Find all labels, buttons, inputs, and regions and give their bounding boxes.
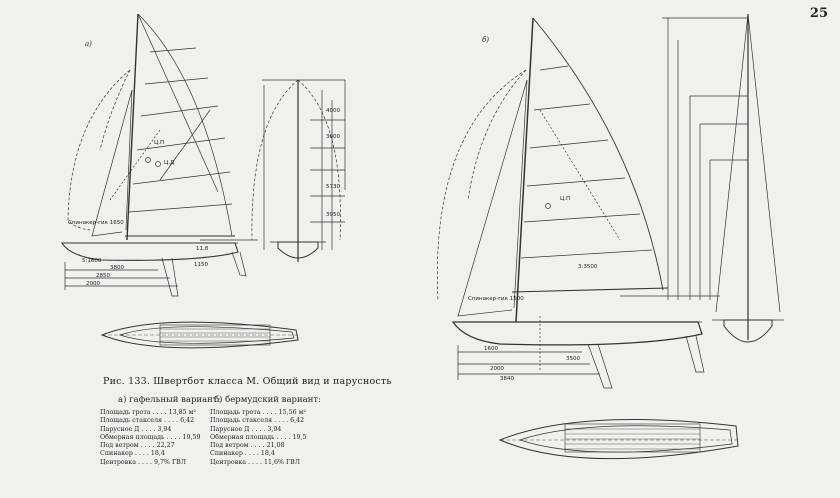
variant-a-sail-plan — [61, 13, 258, 297]
leader-dots: . . . . — [260, 409, 279, 416]
leader-dots: . . . . — [274, 433, 293, 441]
leader-dots: . . . . — [150, 409, 169, 416]
spec-name: Под ветром — [100, 442, 139, 450]
spec-row: Площадь стакселя . . . . 6,42 — [100, 417, 200, 425]
spec-name: Парусное Д — [210, 425, 250, 433]
dim-label: Спинакер-гик 1500 — [468, 296, 524, 302]
leader-dots: . . . . — [135, 458, 154, 466]
dim-label: Ц.Д — [164, 160, 175, 166]
dim-label: 2850 — [96, 273, 110, 279]
variant-b-section — [662, 13, 784, 343]
page-number: 25 — [809, 6, 828, 21]
spec-value: 11,6% ГВЛ — [263, 458, 301, 466]
spec-row: Площадь грота . . . . 15,56 м² — [210, 409, 310, 417]
spec-value: 6,42 — [180, 417, 195, 425]
spec-value: 22,27 — [156, 442, 175, 450]
dim-label: 3500 — [566, 356, 580, 362]
spec-row: Площадь грота . . . . 13,85 м² — [100, 409, 200, 417]
dim-label: 3840 — [500, 376, 514, 382]
spec-name: Площадь грота — [100, 409, 151, 416]
figure-caption: Рис. 133. Швертбот класса М. Общий вид и… — [103, 376, 392, 387]
variant-b-sail-plan — [437, 17, 720, 389]
spec-name: Центровка — [100, 458, 136, 466]
spec-name: Спинакер — [100, 450, 133, 458]
spec-name: Парусное Д — [100, 425, 140, 433]
dim-label: Ц.П — [560, 196, 571, 202]
leader-dots: . . . . — [245, 458, 264, 466]
dim-label: 5730 — [326, 184, 340, 190]
leader-dots: . . . . — [132, 450, 151, 458]
spec-row: Парусное Д . . . . 3,94 — [210, 426, 310, 434]
leader-dots: . . . . — [249, 425, 268, 433]
spec-name: Под ветром — [210, 442, 249, 450]
variant-a-title: а) гафельный вариант: — [118, 395, 221, 405]
dim-label: 11,8 — [196, 246, 209, 252]
leader-dots: . . . . — [272, 417, 291, 425]
spec-name: Площадь стакселя — [100, 417, 163, 425]
spec-name: Обмерная площадь — [210, 433, 275, 441]
variant-a-label: а) — [85, 40, 92, 48]
dim-label: 3950 — [326, 212, 340, 218]
dim-label: 2000 — [490, 366, 504, 372]
dim-label: 4000 — [326, 108, 340, 114]
variant-a-section — [251, 79, 346, 262]
spec-value: 3,94 — [267, 425, 282, 433]
dim-label: Спинакер-гик 1650 — [68, 220, 124, 226]
spec-row: Под ветром . . . . 21,08 — [210, 442, 310, 450]
dim-label: 3800 — [110, 265, 124, 271]
spec-row: Центровка . . . . 9,7% ГВЛ — [100, 459, 200, 467]
spec-value: 3,94 — [157, 425, 172, 433]
leader-dots: . . . . — [162, 417, 181, 425]
spec-row: Обмерная площадь . . . . 19,59 — [100, 434, 200, 442]
spec-value: 15,56 м² — [278, 409, 307, 416]
spec-name: Обмерная площадь — [100, 433, 165, 441]
spec-name: Площадь грота — [210, 409, 261, 416]
variant-a-deck-plan — [100, 321, 299, 349]
dim-label: 1600 — [484, 346, 498, 352]
leader-dots: . . . . — [248, 442, 267, 450]
spec-row: Площадь стакселя . . . . 6,42 — [210, 417, 310, 425]
spec-row: Парусное Д . . . . 3,94 — [100, 426, 200, 434]
leader-dots: . . . . — [138, 442, 157, 450]
spec-value: 6,42 — [290, 417, 305, 425]
spec-row: Обмерная площадь . . . . 19,5 — [210, 434, 310, 442]
spec-row: Спинакер . . . . 18,4 — [210, 450, 310, 458]
spec-name: Спинакер — [210, 450, 243, 458]
spec-value: 13,85 м² — [168, 409, 197, 416]
spec-row: Центровка . . . . 11,6% ГВЛ — [210, 459, 310, 467]
spec-row: Спинакер . . . . 18,4 — [100, 450, 200, 458]
spec-name: Площадь стакселя — [210, 417, 273, 425]
spec-value: 19,5 — [292, 433, 307, 441]
dim-label: 3000 — [326, 134, 340, 140]
dim-label: 1150 — [194, 262, 208, 268]
variant-b-label: б) — [482, 36, 490, 44]
variant-b-deck-plan — [498, 419, 739, 460]
dim-label: 5:1600 — [82, 258, 102, 264]
dim-label: 3:3500 — [578, 264, 598, 270]
spec-value: 21,08 — [266, 442, 285, 450]
spec-name: Центровка — [210, 458, 246, 466]
spec-value: 18,4 — [260, 450, 275, 458]
spec-row: Под ветром . . . . 22,27 — [100, 442, 200, 450]
leader-dots: . . . . — [242, 450, 261, 458]
spec-value: 19,59 — [182, 433, 201, 441]
dim-label: 2000 — [86, 281, 100, 287]
leader-dots: . . . . — [164, 433, 183, 441]
leader-dots: . . . . — [139, 425, 158, 433]
variant-b-title: б) бермудский вариант: — [214, 395, 321, 405]
spec-value: 18,4 — [150, 450, 165, 458]
spec-value: 9,7% ГВЛ — [153, 458, 187, 466]
dim-label: Ц.П — [154, 140, 165, 146]
